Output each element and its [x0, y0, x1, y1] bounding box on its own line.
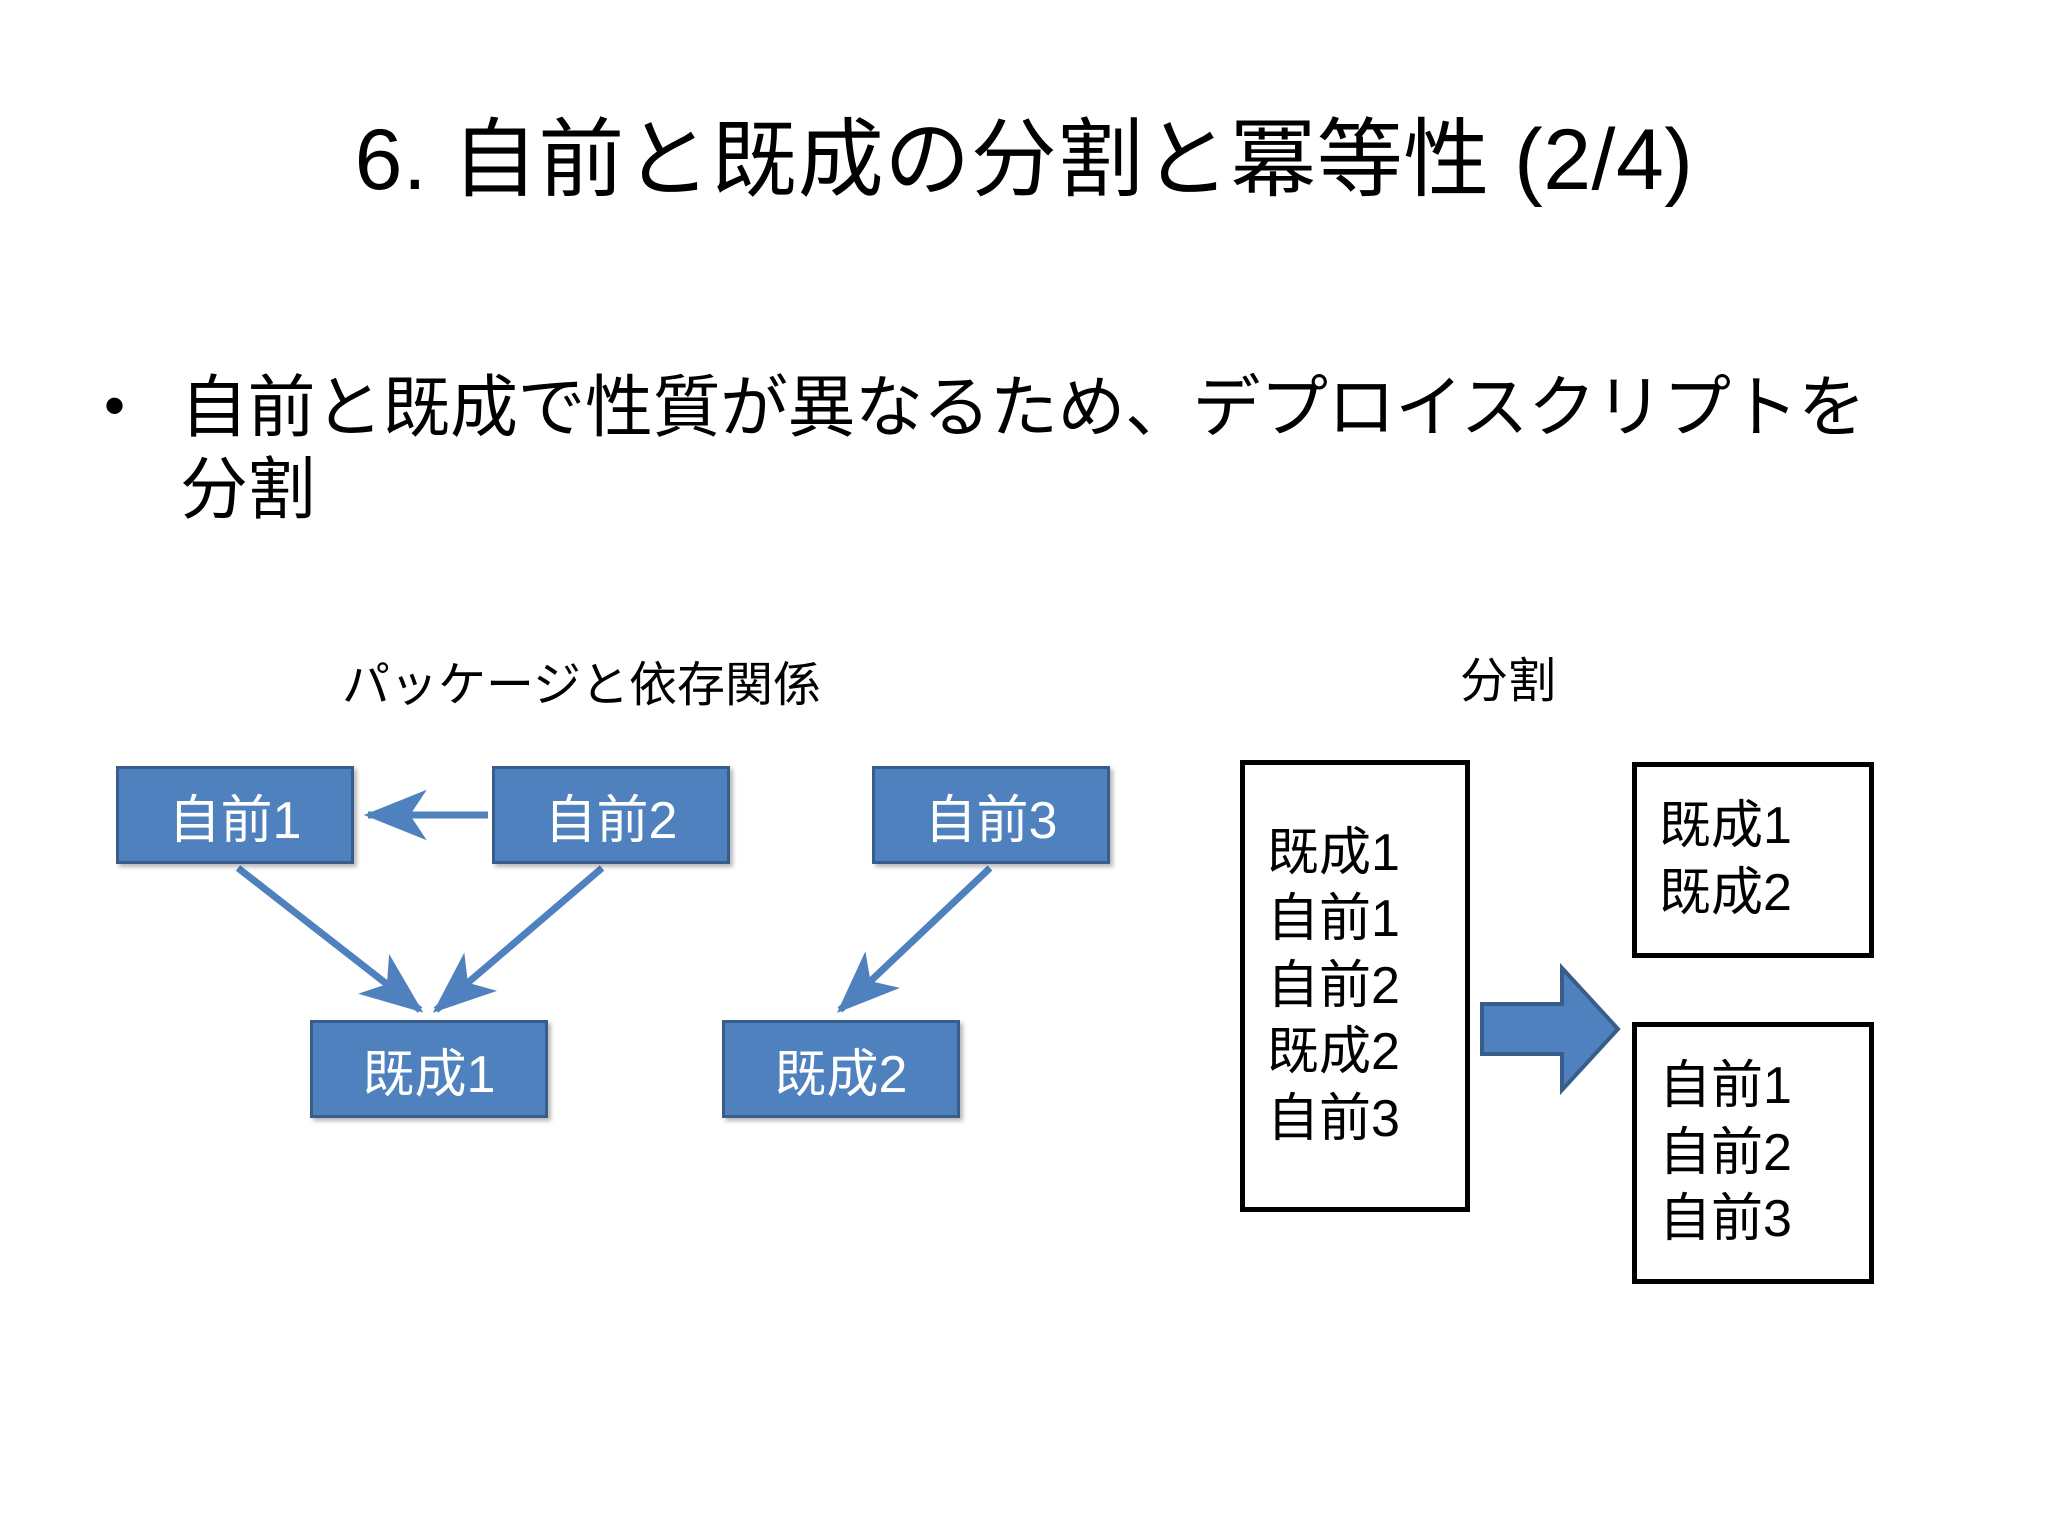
bullet-marker-icon: •: [104, 372, 126, 439]
kisei-script-box[interactable]: 既成1 既成2: [1632, 762, 1874, 958]
list-item: 既成1: [1267, 823, 1400, 882]
bullet-text: 自前と既成で性質が異なるため、デプロイスクリプトを分割: [180, 370, 1866, 528]
node-jizen1[interactable]: 自前1: [116, 766, 354, 864]
list-item: 自前2: [1659, 1123, 1792, 1182]
list-item: 既成1: [1659, 797, 1792, 856]
node-kisei2[interactable]: 既成2: [722, 1020, 960, 1118]
list-item: 自前3: [1659, 1190, 1792, 1249]
split-right-arrow-icon: [1480, 962, 1621, 1096]
diagram-area: パッケージと依存関係 自前1 自前2 自前3 既成1 既成2 分割 既成1 自前…: [0, 640, 2048, 1340]
dependency-section-caption: パッケージと依存関係: [342, 659, 822, 712]
list-item: 既成2: [1659, 864, 1792, 922]
page-title: 6. 自前と既成の分割と冪等性 (2/4): [354, 112, 1694, 208]
split-section-caption: 分割: [1460, 655, 1557, 708]
edge-jizen2-to-kisei1: [432, 865, 605, 1013]
list-item: 自前3: [1267, 1089, 1400, 1148]
list-item: 自前1: [1267, 890, 1400, 949]
bullet-list: • 自前と既成で性質が異なるため、デプロイスクリプトを分割: [104, 368, 1984, 531]
edge-jizen3-to-kisei2: [836, 865, 993, 1013]
node-jizen3[interactable]: 自前3: [872, 766, 1110, 864]
node-jizen2[interactable]: 自前2: [492, 766, 730, 864]
jizen-script-box[interactable]: 自前1 自前2 自前3: [1632, 1022, 1874, 1284]
combined-script-box[interactable]: 既成1 自前1 自前2 既成2 自前3: [1240, 760, 1470, 1212]
bullet-item: • 自前と既成で性質が異なるため、デプロイスクリプトを分割: [104, 368, 1984, 531]
list-item: 自前1: [1659, 1057, 1792, 1116]
list-item: 既成2: [1267, 1023, 1400, 1082]
dependency-arrows: [235, 789, 993, 1013]
node-kisei1[interactable]: 既成1: [310, 1020, 548, 1118]
edge-jizen1-to-kisei1: [235, 865, 424, 1013]
list-item: 自前2: [1267, 956, 1400, 1015]
